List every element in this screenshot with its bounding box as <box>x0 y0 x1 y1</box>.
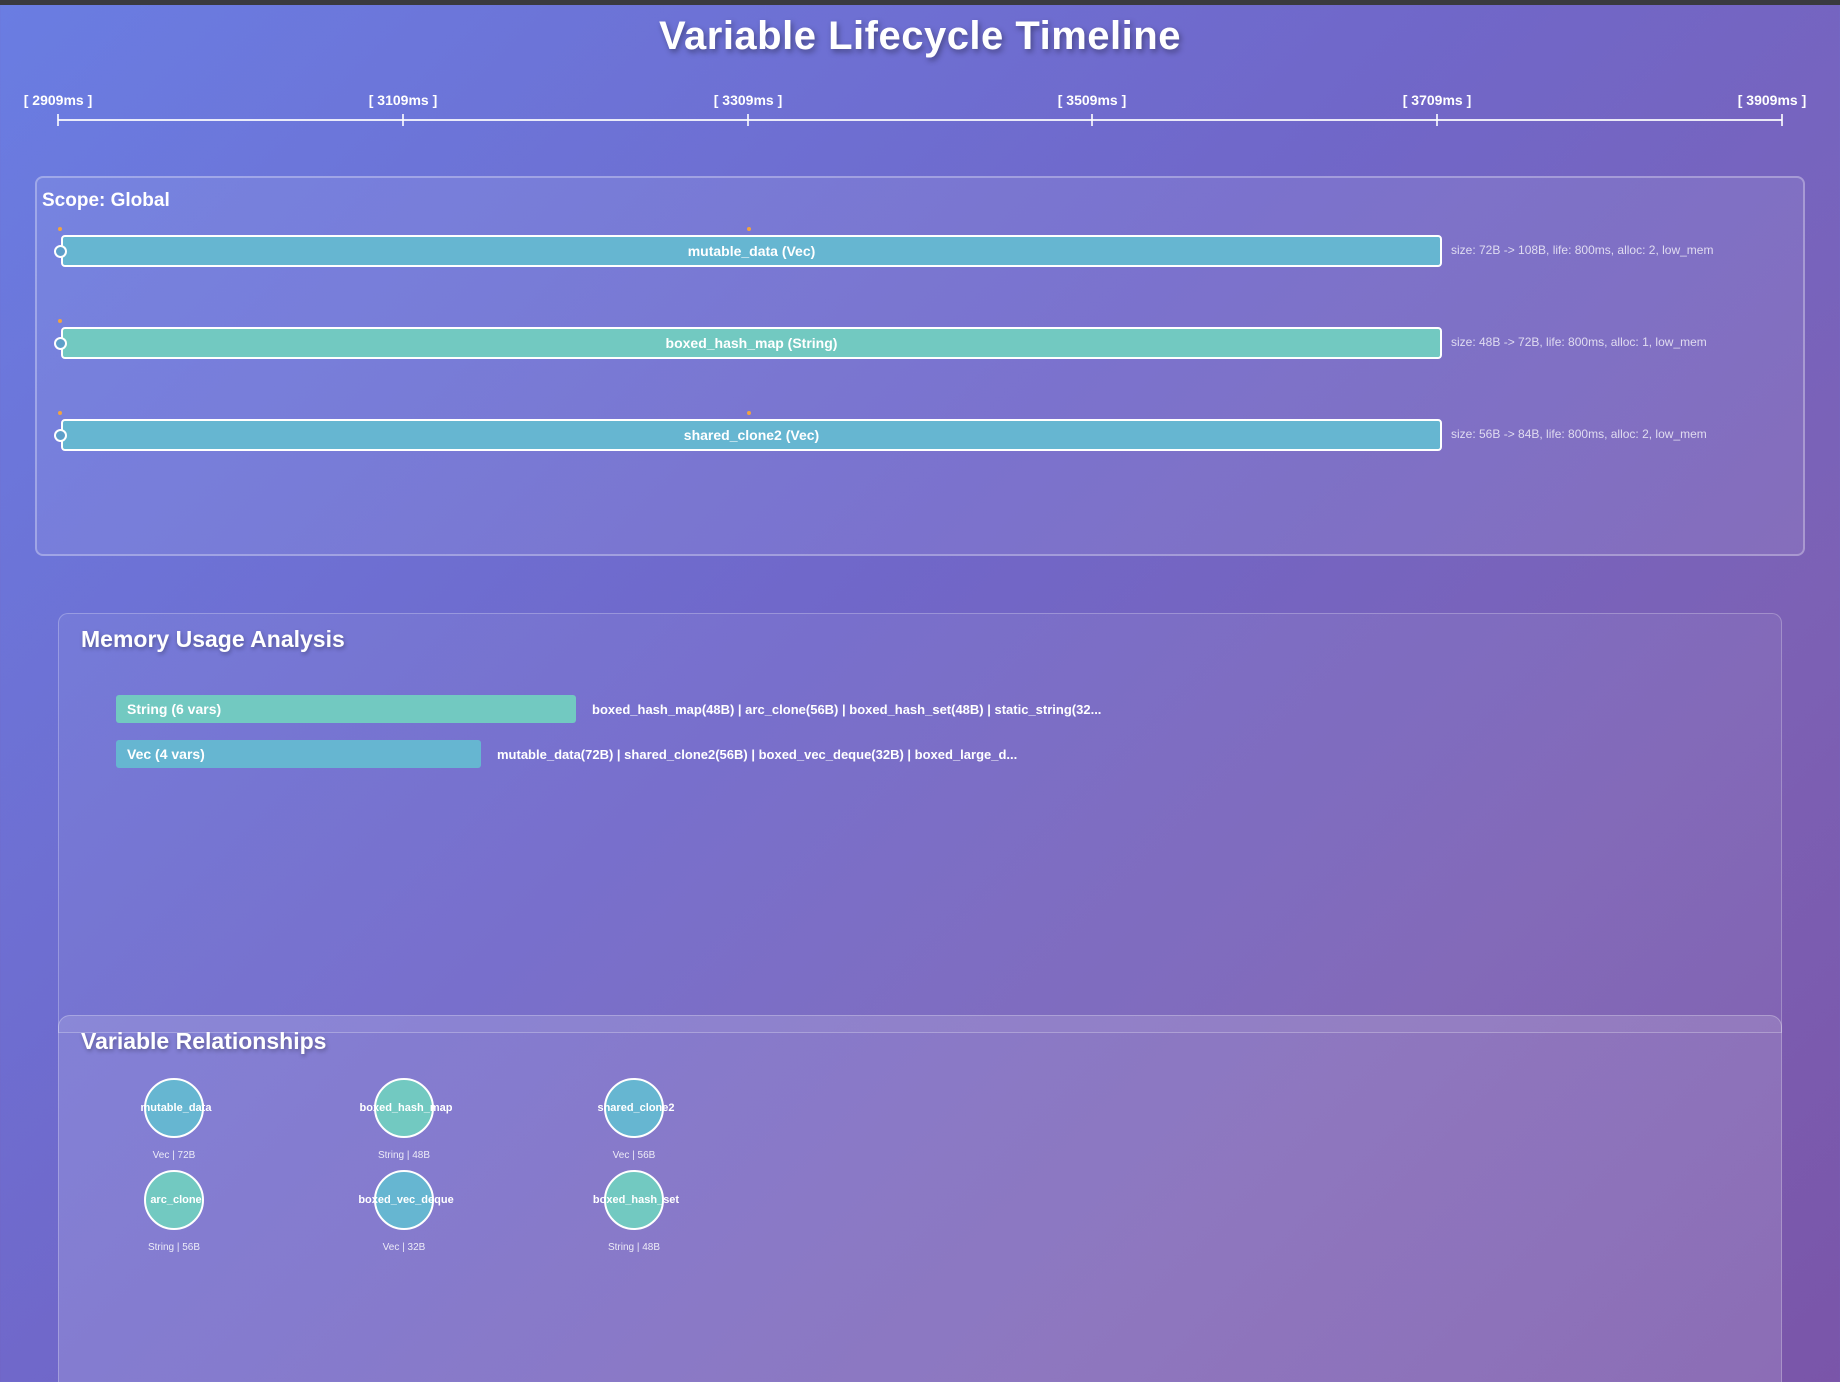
axis-tick-label: [ 3109ms ] <box>368 92 438 108</box>
node-circle[interactable]: arc_clone <box>144 1170 204 1230</box>
node-circle[interactable]: boxed_hash_set <box>593 1170 679 1230</box>
lifecycle-start-dot <box>54 337 67 350</box>
alloc-marker <box>58 319 62 323</box>
node-meta: Vec | 56B <box>612 1150 656 1161</box>
axis-tick-label: [ 3909ms ] <box>1737 92 1807 108</box>
window-top-bar <box>0 0 1840 5</box>
variable-lane[interactable]: mutable_data (Vec) size: 72B -> 108B, li… <box>37 227 1807 269</box>
axis-tick-mark <box>402 114 404 126</box>
lifecycle-bar-label: mutable_data (Vec) <box>687 243 816 259</box>
lifecycle-info: size: 56B -> 84B, life: 800ms, alloc: 2,… <box>1451 427 1707 441</box>
memory-type-label: Vec (4 vars) <box>127 746 205 762</box>
timeline-axis: [ 2909ms ] [ 3109ms ] [ 3309ms ] [ 3509m… <box>18 92 1824 132</box>
lifecycle-info: size: 48B -> 72B, life: 800ms, alloc: 1,… <box>1451 335 1707 349</box>
alloc-marker <box>747 227 751 231</box>
variable-node[interactable]: shared_clone2 Vec | 56B <box>564 1078 704 1161</box>
scope-panel: Scope: Global mutable_data (Vec) size: 7… <box>35 176 1805 556</box>
variable-node[interactable]: arc_clone String | 56B <box>104 1170 244 1253</box>
lifecycle-bar[interactable]: mutable_data (Vec) <box>61 235 1442 267</box>
node-name: boxed_hash_set <box>592 1194 680 1206</box>
variable-node[interactable]: boxed_hash_map String | 48B <box>334 1078 474 1161</box>
relationships-panel-title: Variable Relationships <box>81 1028 327 1054</box>
lifecycle-bar[interactable]: shared_clone2 (Vec) <box>61 419 1442 451</box>
memory-type-bar[interactable]: Vec (4 vars) <box>116 740 481 768</box>
variable-node[interactable]: mutable_data Vec | 72B <box>104 1078 244 1161</box>
node-circle[interactable]: shared_clone2 <box>597 1078 675 1138</box>
page-title: Variable Lifecycle Timeline <box>659 14 1181 58</box>
memory-type-vars: mutable_data(72B) | shared_clone2(56B) |… <box>497 747 1018 762</box>
axis-tick-mark <box>1091 114 1093 126</box>
lifecycle-info: size: 72B -> 108B, life: 800ms, alloc: 2… <box>1451 243 1714 257</box>
lifecycle-start-dot <box>54 429 67 442</box>
lifecycle-start-dot <box>54 245 67 258</box>
lifecycle-bar[interactable]: boxed_hash_map (String) <box>61 327 1442 359</box>
node-name: boxed_vec_deque <box>358 1194 454 1206</box>
axis-tick-label: [ 2909ms ] <box>23 92 93 108</box>
lifecycle-bar-label: shared_clone2 (Vec) <box>683 427 820 443</box>
axis-line <box>58 119 1782 121</box>
node-circle[interactable]: boxed_hash_map <box>360 1078 452 1138</box>
alloc-marker <box>58 227 62 231</box>
memory-usage-panel: Memory Usage Analysis String (6 vars) bo… <box>58 613 1782 1033</box>
scope-title: Scope: Global <box>42 190 170 211</box>
axis-tick: [ 3309ms ] <box>668 92 828 126</box>
variable-node[interactable]: boxed_hash_set String | 48B <box>564 1170 704 1253</box>
relationships-panel: Variable Relationships mutable_data Vec … <box>58 1015 1782 1382</box>
lifecycle-bar-label: boxed_hash_map (String) <box>665 335 838 351</box>
variable-lane[interactable]: boxed_hash_map (String) size: 48B -> 72B… <box>37 319 1807 361</box>
axis-tick: [ 3909ms ] <box>1702 92 1840 126</box>
node-meta: String | 48B <box>607 1242 661 1253</box>
alloc-marker <box>747 411 751 415</box>
node-circle[interactable]: mutable_data <box>141 1078 211 1138</box>
alloc-marker <box>58 411 62 415</box>
node-name: shared_clone2 <box>597 1102 675 1114</box>
node-name: boxed_hash_map <box>359 1102 453 1114</box>
axis-tick: [ 2909ms ] <box>0 92 138 126</box>
variable-lane[interactable]: shared_clone2 (Vec) size: 56B -> 84B, li… <box>37 411 1807 453</box>
axis-tick-label: [ 3709ms ] <box>1402 92 1472 108</box>
memory-panel-title: Memory Usage Analysis <box>81 626 345 652</box>
axis-tick: [ 3509ms ] <box>1012 92 1172 126</box>
node-meta: Vec | 72B <box>152 1150 196 1161</box>
axis-tick-label: [ 3509ms ] <box>1057 92 1127 108</box>
node-meta: String | 56B <box>147 1242 201 1253</box>
node-name: mutable_data <box>140 1102 212 1114</box>
axis-tick-mark <box>747 114 749 126</box>
axis-tick-label: [ 3309ms ] <box>713 92 783 108</box>
axis-tick-mark <box>1781 114 1783 126</box>
memory-type-vars: boxed_hash_map(48B) | arc_clone(56B) | b… <box>592 702 1102 717</box>
axis-tick: [ 3109ms ] <box>323 92 483 126</box>
node-circle[interactable]: boxed_vec_deque <box>358 1170 454 1230</box>
node-meta: Vec | 32B <box>382 1242 426 1253</box>
node-name: arc_clone <box>150 1194 202 1206</box>
memory-type-label: String (6 vars) <box>127 701 222 717</box>
variable-node[interactable]: boxed_vec_deque Vec | 32B <box>334 1170 474 1253</box>
node-meta: String | 48B <box>377 1150 431 1161</box>
axis-tick: [ 3709ms ] <box>1357 92 1517 126</box>
memory-type-bar[interactable]: String (6 vars) <box>116 695 576 723</box>
axis-tick-mark <box>1436 114 1438 126</box>
axis-tick-mark <box>57 114 59 126</box>
